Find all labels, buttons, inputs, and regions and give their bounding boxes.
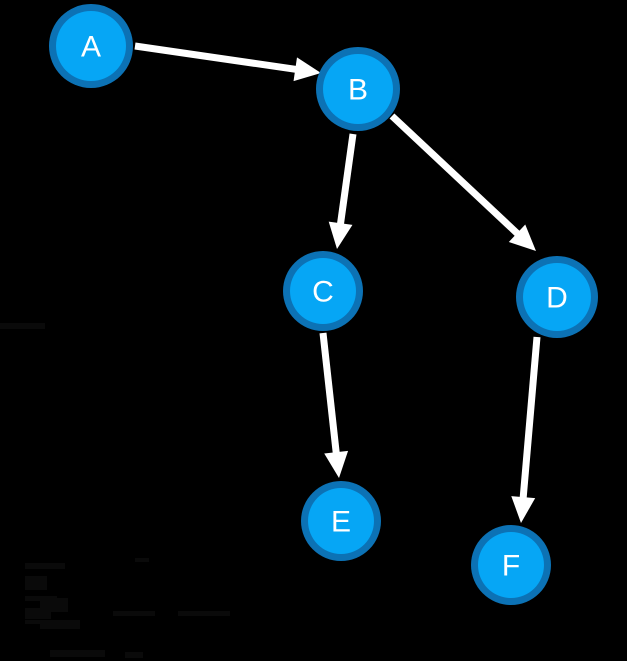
node-label-e: E (331, 506, 351, 539)
node-label-f: F (502, 550, 520, 583)
edge-line (389, 113, 522, 238)
graph-node-f[interactable]: F (471, 525, 551, 605)
node-label-a: A (81, 31, 101, 64)
edge-line (319, 332, 340, 456)
node-fill-d[interactable] (523, 263, 591, 331)
edge-arrowhead (508, 224, 536, 251)
graph-node-d[interactable]: D (516, 256, 598, 338)
graph-edge-b-d (389, 113, 536, 251)
graph-node-b[interactable]: B (316, 47, 400, 131)
graph-edge-c-e (319, 332, 349, 478)
edge-line (336, 133, 357, 227)
graph-node-c[interactable]: C (283, 251, 363, 331)
node-label-b: B (348, 74, 368, 107)
edge-line (519, 336, 541, 501)
edge-arrowhead (328, 221, 353, 249)
edge-arrowhead (324, 450, 349, 478)
node-label-d: D (546, 282, 568, 315)
nodes-layer: A B C D E F (49, 4, 598, 605)
graph-edge-b-c (328, 133, 357, 249)
edge-arrowhead (511, 496, 536, 523)
node-fill-f[interactable] (478, 532, 544, 598)
node-label-c: C (312, 276, 334, 309)
edges-layer (134, 42, 541, 523)
node-fill-e[interactable] (308, 488, 374, 554)
graph-node-a[interactable]: A (49, 4, 133, 88)
node-fill-c[interactable] (290, 258, 356, 324)
edge-arrowhead (293, 57, 321, 82)
graph-edge-a-b (134, 42, 321, 82)
node-fill-a[interactable] (56, 11, 126, 81)
graph-edge-d-f (511, 336, 541, 523)
node-fill-b[interactable] (323, 54, 393, 124)
graph-node-e[interactable]: E (301, 481, 381, 561)
edge-line (134, 42, 299, 74)
